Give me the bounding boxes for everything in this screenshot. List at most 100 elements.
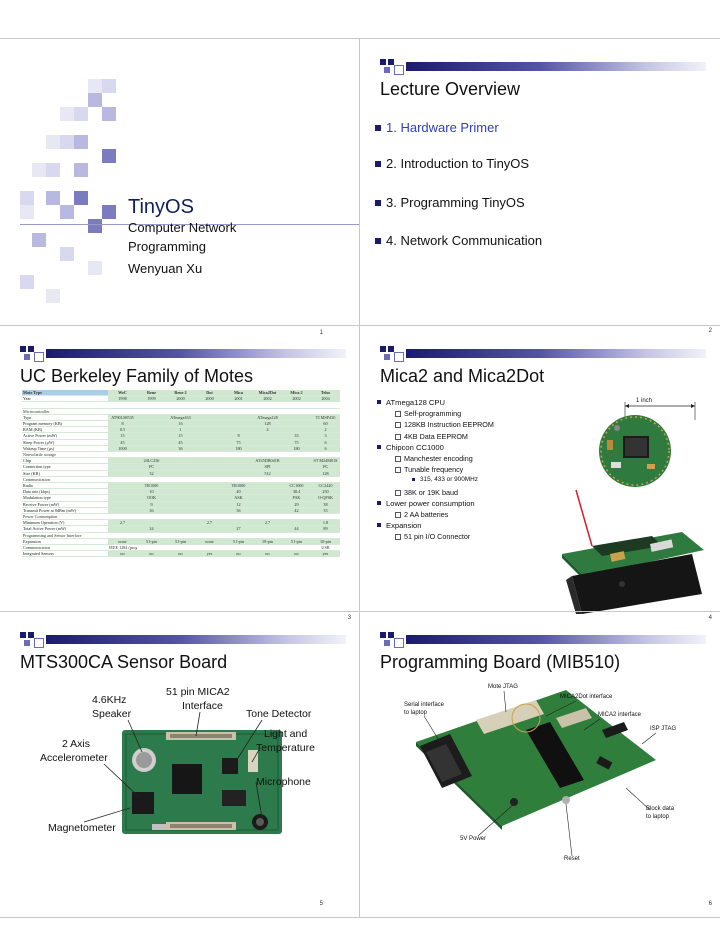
table-cell: [253, 544, 282, 552]
table-cell: 40: [224, 488, 253, 496]
bullet-item: ATmega128 CPU: [377, 398, 445, 407]
table-cell: 10: [137, 488, 166, 496]
table-cell: 2004: [311, 395, 340, 403]
row-label: RAM (KB): [22, 426, 108, 434]
header-decoration: [20, 632, 350, 648]
table-cell: 1000: [108, 445, 137, 453]
row-label: Total Active Power (mW): [22, 525, 108, 533]
table-cell: [253, 401, 282, 409]
table-cell: [253, 507, 282, 515]
table-cell: [166, 482, 195, 490]
table-cell: [253, 451, 282, 459]
table-cell: [195, 513, 224, 521]
table-row: [22, 401, 340, 409]
table-cell: [224, 519, 253, 527]
table-cell: yes: [311, 550, 340, 558]
slide-2: Lecture Overview 1. Hardware Primer 2. I…: [360, 38, 720, 344]
row-label: Mote Type: [22, 390, 108, 397]
table-cell: [224, 544, 253, 552]
mica2dot-photo: [599, 402, 696, 487]
table-cell: [195, 451, 224, 459]
table-cell: [282, 451, 311, 459]
table-cell: [166, 476, 195, 484]
table-cell: [224, 463, 253, 471]
table-cell: [195, 426, 224, 434]
table-cell: AT90LS8535: [108, 414, 137, 422]
table-cell: [311, 513, 340, 521]
table-cell: [166, 501, 195, 508]
label-reset: Reset: [564, 856, 580, 862]
table-cell: [137, 476, 166, 484]
table-cell: [137, 432, 166, 440]
table-cell: 4: [253, 426, 282, 434]
table-cell: [282, 420, 311, 428]
table-cell: [166, 507, 195, 515]
bullet-item: 128KB Instruction EEPROM: [395, 420, 494, 430]
row-label: Power Consumption: [22, 513, 108, 521]
table-cell: [311, 476, 340, 484]
table-cell: [108, 457, 137, 465]
table-cell: 27: [224, 525, 253, 533]
table-cell: [224, 408, 253, 415]
table-cell: [282, 519, 311, 527]
table-cell: ASK: [224, 494, 253, 502]
table-cell: 2000: [195, 395, 224, 403]
board-leader-lines: [423, 690, 657, 857]
header-decoration: [380, 59, 710, 75]
table-cell: 51-pin: [282, 538, 311, 546]
table-cell: 44: [282, 525, 311, 533]
table-cell: 3: [311, 432, 340, 440]
table-cell: [108, 532, 137, 539]
table-cell: 42: [282, 507, 311, 515]
bullet-item: 51 pin I/O Connector: [394, 532, 471, 542]
bullet-item: Chipcon CC1000: [377, 442, 444, 452]
table-cell: [166, 519, 195, 527]
table-cell: 12: [224, 501, 253, 508]
table-cell: 38: [311, 501, 340, 508]
table-cell: [195, 432, 224, 440]
label-tone-detector: Tone Detector: [246, 708, 312, 720]
subtitle-line-1: Computer Network: [128, 220, 237, 235]
table-cell: 15: [166, 432, 195, 440]
table-cell: [311, 451, 340, 459]
table-cell: [282, 414, 311, 422]
table-cell: [195, 482, 224, 490]
table-cell: [137, 451, 166, 459]
table-cell: [253, 476, 282, 484]
table-cell: [311, 532, 340, 539]
row-label: Data rate (kbps): [22, 488, 108, 496]
table-cell: none: [195, 538, 224, 546]
page-number: 2: [708, 328, 712, 334]
table-cell: [137, 544, 166, 552]
table-cell: IEEE 1284 (programming) and RS232 (requi…: [108, 544, 137, 552]
table-cell: [253, 488, 282, 496]
table-cell: none: [108, 538, 137, 546]
table-cell: [195, 494, 224, 502]
row-label: Communication: [22, 544, 108, 552]
bullet-item: 315, 433 or 900MHz: [412, 476, 478, 484]
table-cell: [137, 445, 166, 453]
slide-5: MTS300CA Sensor Board 4.6KHz Speaker 51 …: [0, 611, 360, 917]
table-cell: [282, 476, 311, 484]
table-cell: [195, 525, 224, 533]
table-cell: [253, 525, 282, 533]
row-label: Microcontroller: [22, 408, 108, 415]
table-cell: 33: [282, 432, 311, 440]
header-decoration: [20, 346, 350, 362]
row-label: Wakeup Time (µs): [22, 445, 108, 453]
table-cell: [137, 401, 166, 409]
table-cell: 0.5: [108, 426, 137, 434]
table-cell: [224, 513, 253, 521]
table-row: Microcontroller: [22, 408, 340, 415]
table-cell: [195, 457, 224, 465]
table-cell: [224, 532, 253, 539]
label-accel-1: 2 Axis: [62, 738, 91, 750]
table-cell: [195, 507, 224, 515]
